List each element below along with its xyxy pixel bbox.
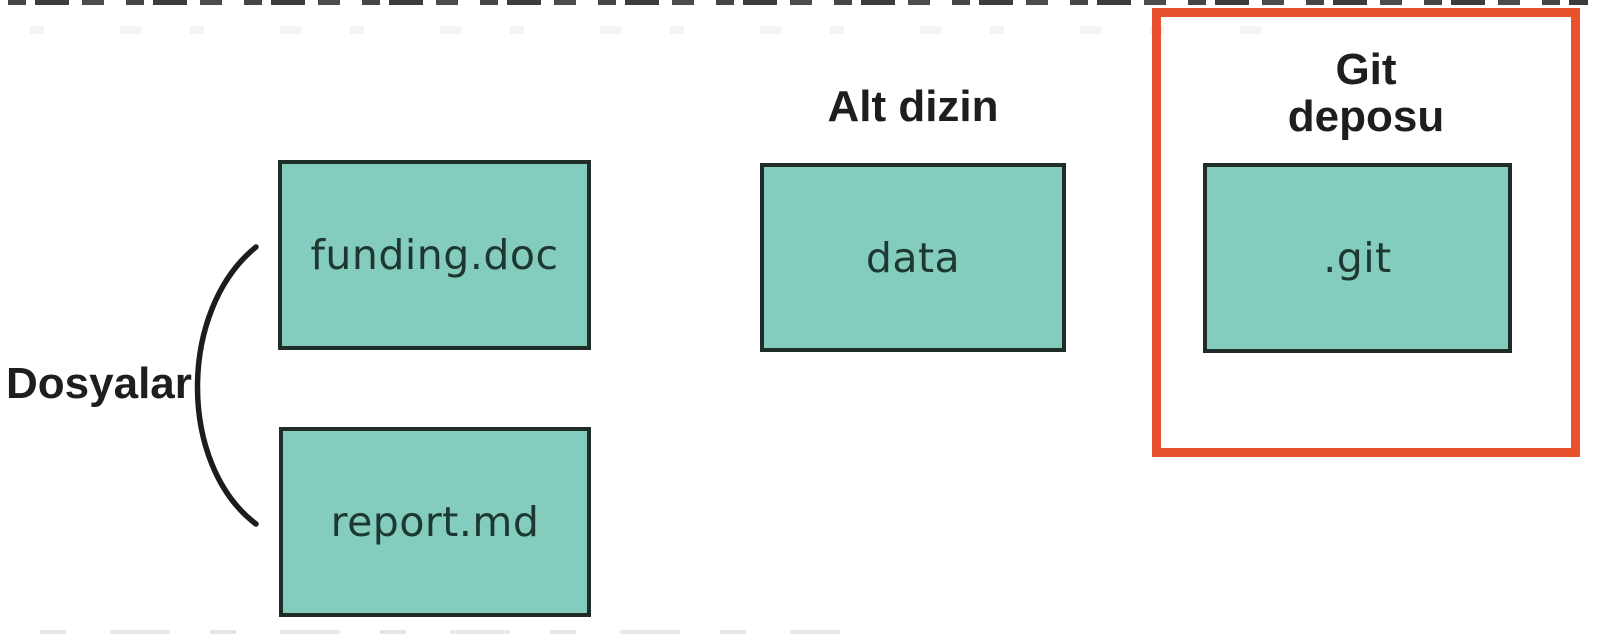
subdir-box-data: data [760, 163, 1066, 352]
bottom-crop-artifact [40, 630, 840, 634]
files-group-label: Dosyalar [6, 359, 192, 408]
subdir-group-label: Alt dizin [827, 82, 999, 131]
file-box-funding: funding.doc [278, 160, 591, 350]
repo-group-label-line1: Git [1335, 45, 1397, 94]
repo-box-git: .git [1203, 163, 1512, 353]
repo-group-label: Git deposu [1161, 45, 1571, 141]
file-box-report: report.md [279, 427, 591, 617]
file-label-funding: funding.doc [310, 231, 559, 279]
subdir-label-data: data [865, 233, 961, 282]
top-faint-artifact [30, 26, 1280, 34]
git-repo-outline: Git deposu [1152, 8, 1580, 457]
top-crop-artifact [8, 0, 1588, 5]
repo-label-git: .git [1323, 234, 1392, 282]
repo-group-label-line2: deposu [1287, 91, 1445, 141]
file-label-report: report.md [330, 498, 540, 546]
files-brace-icon [194, 244, 259, 527]
